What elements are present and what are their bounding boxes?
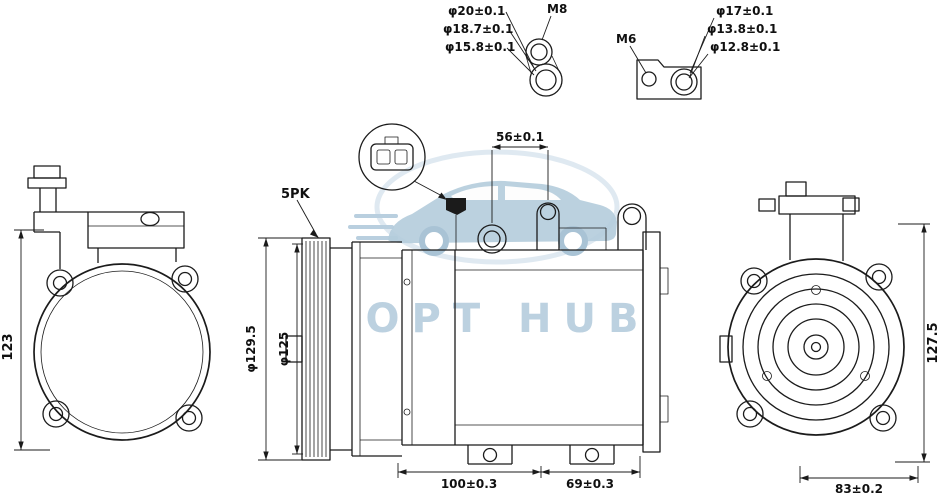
length-front-label: 100±0.3 [441, 477, 497, 491]
detail-fitting-m8: φ20±0.1 φ18.7±0.1 φ15.8±0.1 M8 [443, 2, 567, 97]
right-fitting-dia2-label: φ13.8±0.1 [707, 22, 777, 36]
pulley-pitch-dia-label: φ125 [277, 332, 291, 366]
dim-mount-spacing: 56±0.1 [491, 130, 549, 223]
dim-pulley-pitch: φ125 [277, 243, 303, 455]
pulley-outer-dia-label: φ129.5 [244, 325, 258, 372]
right-fitting-dia3-label: φ12.8±0.1 [710, 40, 780, 54]
right-fitting-dia1-label: φ17±0.1 [716, 4, 773, 18]
front-height-label: 123 [1, 333, 16, 360]
belt-callout: 5PK [281, 187, 319, 238]
watermark-ring [374, 149, 620, 265]
length-rear-label: 69±0.3 [566, 477, 614, 491]
rear-view [719, 181, 905, 436]
detail-connector [358, 123, 447, 200]
dim-front-height: 123 [1, 229, 50, 451]
rear-height-label: 127.5 [926, 322, 941, 363]
m6-thread-label: M6 [616, 32, 636, 46]
watermark: OPT HUB [348, 149, 651, 342]
mount-spacing-label: 56±0.1 [496, 130, 544, 144]
belt-type-label: 5PK [281, 187, 311, 202]
left-fitting-dia2-label: φ18.7±0.1 [443, 22, 513, 36]
left-fitting-dia1-label: φ20±0.1 [448, 4, 505, 18]
side-view [401, 198, 669, 465]
dim-rear-mount-spacing: 83±0.2 [799, 466, 919, 496]
detail-bracket-m6: M6 φ17±0.1 φ13.8±0.1 φ12.8±0.1 [616, 4, 780, 100]
pulley-view [285, 237, 402, 461]
left-fitting-dia3-label: φ15.8±0.1 [445, 40, 515, 54]
dim-rear-height: 127.5 [895, 223, 941, 463]
m8-thread-label: M8 [547, 2, 567, 16]
dim-pulley-outer: φ129.5 [244, 237, 302, 461]
rear-mount-spacing-label: 83±0.2 [835, 482, 883, 496]
dim-lengths: 100±0.3 69±0.3 [397, 456, 641, 491]
electrical-connector [446, 198, 466, 215]
front-view [27, 165, 211, 441]
watermark-text: OPT HUB [366, 296, 651, 342]
